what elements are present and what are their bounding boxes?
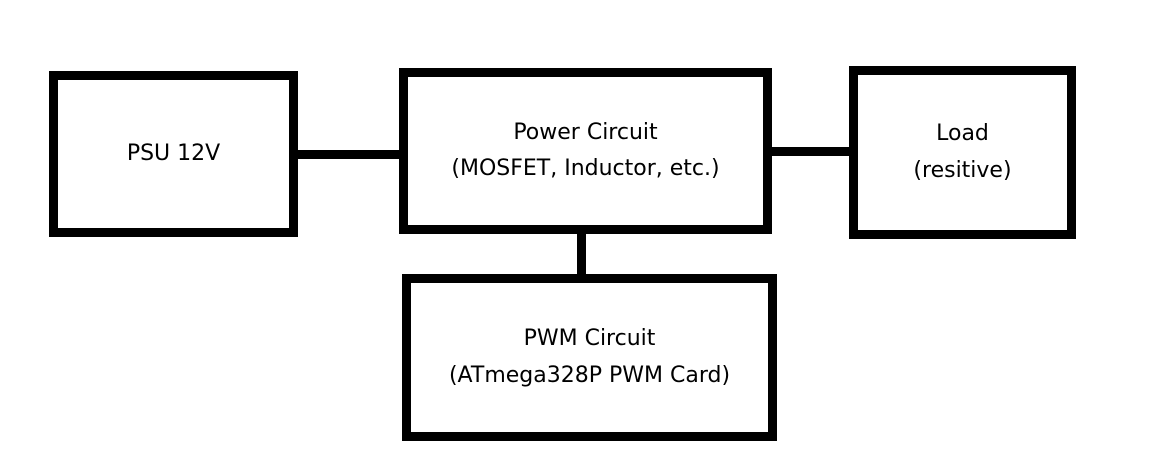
power-circuit-block: Power Circuit (MOSFET, Inductor, etc.) (399, 68, 772, 234)
power-circuit-title: Power Circuit (513, 119, 658, 145)
load-title: Load (936, 121, 989, 147)
power-circuit-subtitle: (MOSFET, Inductor, etc.) (451, 156, 720, 181)
pwm-circuit-title: PWM Circuit (523, 326, 656, 352)
pwm-circuit-block: PWM Circuit (ATmega328P PWM Card) (402, 274, 777, 441)
load-block: Load (resitive) (849, 66, 1076, 239)
pwm-circuit-subtitle: (ATmega328P PWM Card) (448, 362, 731, 388)
psu-block: PSU 12V (49, 71, 298, 237)
psu-label: PSU 12V (126, 140, 221, 166)
connector-power-pwm (577, 229, 586, 283)
connector-psu-power (293, 150, 404, 159)
connector-power-load (767, 147, 854, 156)
load-subtitle: (resitive) (913, 157, 1012, 183)
